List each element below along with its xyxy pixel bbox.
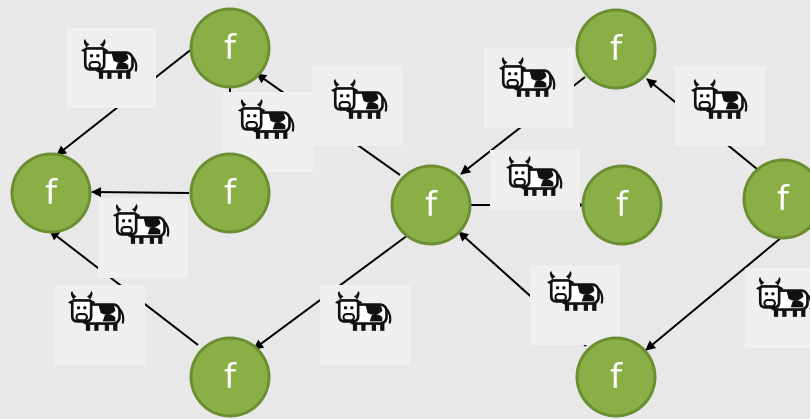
- svg-text:f: f: [224, 357, 237, 397]
- svg-text:f: f: [610, 29, 623, 69]
- function-node: f: [575, 336, 657, 418]
- function-node: f: [189, 152, 271, 234]
- function-node: f: [581, 164, 663, 246]
- svg-text:f: f: [777, 179, 790, 219]
- function-node: f: [742, 158, 810, 240]
- svg-text:f: f: [224, 28, 237, 68]
- edge-mid-left-to-left-node: [91, 187, 190, 198]
- function-node: f: [390, 164, 472, 246]
- function-node: f: [189, 336, 271, 418]
- function-node: f: [189, 7, 271, 89]
- svg-text:f: f: [616, 185, 629, 225]
- nodes: f f f f f f f: [10, 7, 810, 418]
- cow-icons: [55, 28, 810, 365]
- function-node: f: [575, 8, 657, 90]
- svg-text:f: f: [425, 185, 438, 225]
- svg-text:f: f: [45, 173, 58, 213]
- svg-text:f: f: [224, 173, 237, 213]
- edge-far-right-to-bottom-right-node: [645, 236, 783, 351]
- function-node: f: [10, 152, 92, 234]
- svg-text:f: f: [610, 357, 623, 397]
